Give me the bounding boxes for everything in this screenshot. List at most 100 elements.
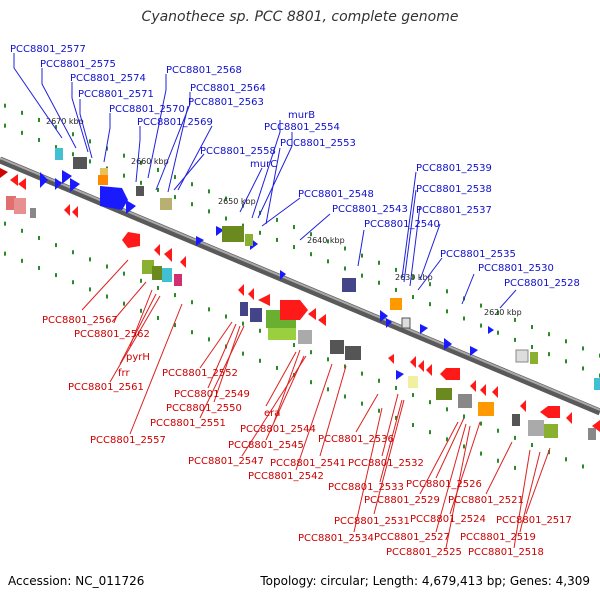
leader-line [167,105,189,193]
gene-label[interactable]: PCC8801_2548 [298,189,374,200]
gene-label[interactable]: frr [118,368,130,379]
gene-label[interactable]: PCC8801_2554 [264,122,340,133]
gene-label[interactable]: PCC8801_2534 [298,533,374,544]
gene-label[interactable]: PCC8801_2577 [10,44,86,55]
tick-dot [548,332,550,337]
gene-label[interactable]: PCC8801_2571 [78,89,154,100]
kbp-label-2620: 2620 kbp [484,308,522,317]
gene-label[interactable]: PCC8801_2532 [348,458,424,469]
tick-dot [242,351,244,356]
leader-line [417,257,443,291]
tick-dot [225,216,227,221]
tick-dot [361,371,363,376]
gene-label[interactable]: PCC8801_2526 [406,479,482,490]
gene-label[interactable]: PCC8801_2574 [70,73,146,84]
gene-label[interactable]: PCC8801_2562 [74,329,150,340]
gene-label[interactable]: PCC8801_2539 [416,163,492,174]
leader-line [381,393,399,457]
gene-label[interactable]: PCC8801_2550 [166,403,242,414]
gene-arrow [540,406,560,418]
gene-label[interactable]: PCC8801_2564 [190,83,266,94]
gene-label[interactable]: PCC8801_2569 [137,117,213,128]
gene-label[interactable]: PCC8801_2527 [374,532,450,543]
gene-label[interactable]: PCC8801_2530 [478,263,554,274]
gene-label[interactable]: PCC8801_2540 [364,219,440,230]
gene-label[interactable]: PCC8801_2557 [90,435,166,446]
gene-label[interactable]: PCC8801_2531 [334,516,410,527]
gene-label[interactable]: murC [250,159,277,170]
gene-arrow [18,178,26,190]
gene-arrow [388,354,394,364]
tick-dot [463,414,465,419]
gene-label[interactable]: PCC8801_2561 [68,382,144,393]
gene-label[interactable]: PCC8801_2552 [162,368,238,379]
tick-dot [191,330,193,335]
feature-box [73,157,87,169]
gene-label[interactable]: PCC8801_2544 [240,424,316,435]
gene-label[interactable]: PCC8801_2533 [328,482,404,493]
gene-label[interactable]: PCC8801_2575 [40,59,116,70]
gene-label[interactable]: PCC8801_2567 [42,315,118,326]
gene-label[interactable]: PCC8801_2521 [448,495,524,506]
gene-arrow [280,270,286,280]
gene-label[interactable]: era [264,408,280,419]
tick-dot [123,173,125,178]
tick-dot [361,273,363,278]
gene-label[interactable]: PCC8801_2549 [174,389,250,400]
gene-arrow [480,384,486,396]
tick-dot [429,282,431,287]
leader-line [355,393,379,433]
tick-dot [55,125,57,130]
gene-label[interactable]: murB [288,110,315,121]
bottom-leader-lines [81,259,551,549]
gene-label[interactable]: PCC8801_2545 [228,440,304,451]
gene-label[interactable]: PCC8801_2543 [332,204,408,215]
tick-dot [378,408,380,413]
tick-dot [191,182,193,187]
gene-label[interactable]: PCC8801_2528 [504,278,580,289]
gene-label[interactable]: PCC8801_2541 [270,458,346,469]
tick-dot [38,137,40,142]
feature-box [160,198,172,210]
gene-label[interactable]: PCC8801_2553 [280,138,356,149]
tick-dot [174,323,176,328]
feature-box [14,198,26,214]
gene-label[interactable]: PCC8801_2524 [410,514,486,525]
leader-line [353,407,383,533]
gene-label[interactable]: PCC8801_2551 [150,418,226,429]
gene-label[interactable]: PCC8801_2547 [188,456,264,467]
leader-line [519,451,541,533]
gene-label[interactable]: pyrH [126,352,150,363]
gene-label[interactable]: PCC8801_2570 [109,104,185,115]
tick-dot [310,232,312,237]
gene-label[interactable]: PCC8801_2558 [200,146,276,157]
gene-label[interactable]: PCC8801_2542 [248,471,324,482]
gene-arrow [426,364,432,376]
tick-dot [259,230,261,235]
tick-dot [55,273,57,278]
accession-text: Accession: NC_011726 [8,574,145,588]
tick-dot [4,221,6,226]
gene-label[interactable]: PCC8801_2517 [496,515,572,526]
gene-label[interactable]: PCC8801_2519 [460,532,536,543]
gene-label[interactable]: PCC8801_2568 [166,65,242,76]
leader-line [199,321,233,369]
gene-label[interactable]: PCC8801_2537 [416,205,492,216]
forward-genes [0,168,494,380]
tick-dot [157,315,159,320]
gene-label[interactable]: PCC8801_2525 [386,547,462,558]
gene-label[interactable]: PCC8801_2529 [364,495,440,506]
feature-box [136,186,144,196]
kbp-label-2650: 2650 kbp [218,197,256,206]
gene-label[interactable]: PCC8801_2518 [468,547,544,558]
tick-dot [429,430,431,435]
gene-label[interactable]: PCC8801_2563 [188,97,264,108]
gene-label[interactable]: PCC8801_2538 [416,184,492,195]
gene-label[interactable]: PCC8801_2536 [318,434,394,445]
feature-box [512,414,520,426]
leader-line [135,126,141,183]
tick-dot [344,246,346,251]
gene-label[interactable]: PCC8801_2535 [440,249,516,260]
tick-dot [446,289,448,294]
